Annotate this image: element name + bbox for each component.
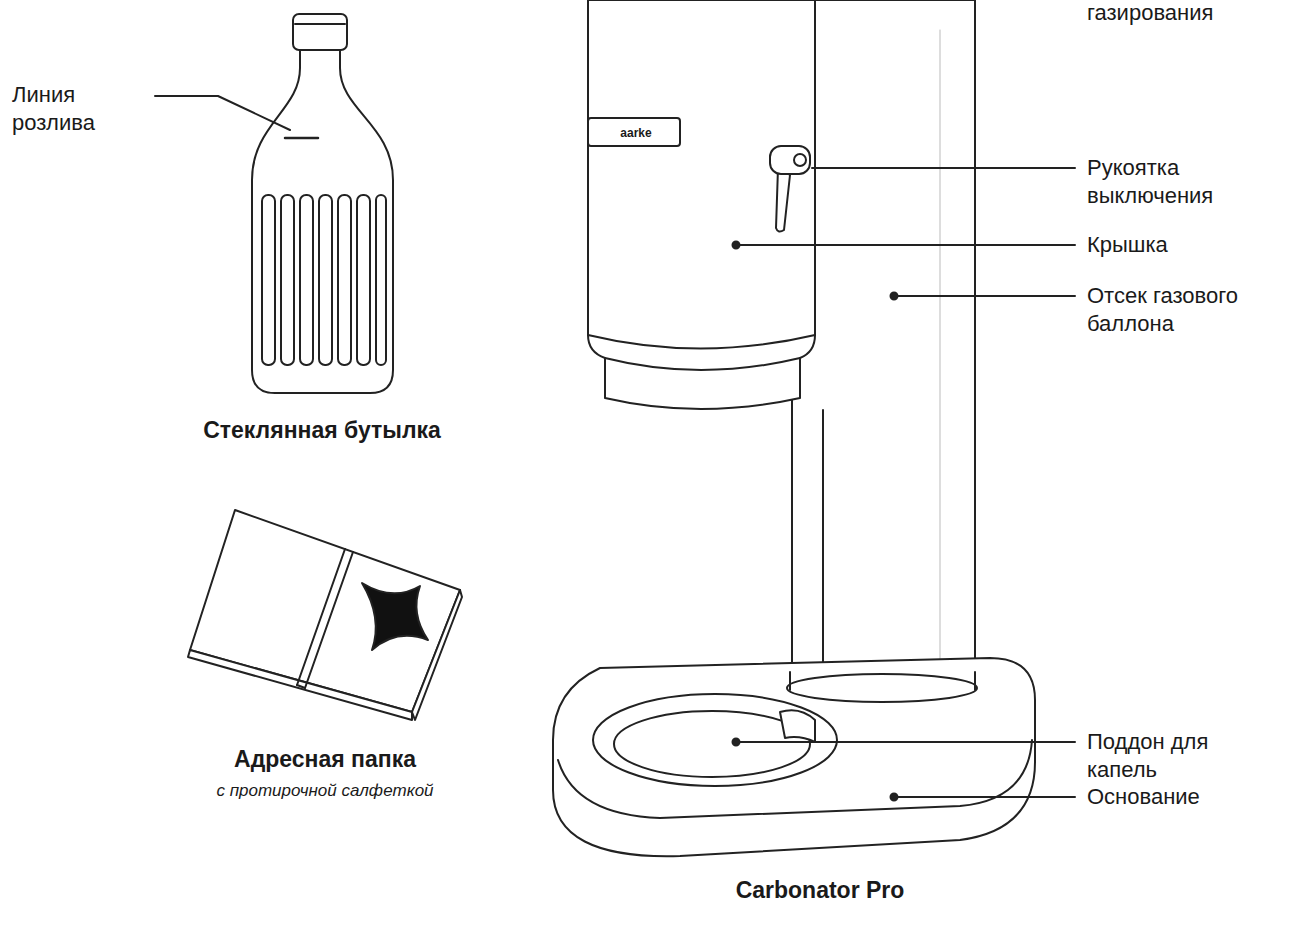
part-label: Основание — [1087, 783, 1287, 811]
part-label: Поддон для капель — [1087, 728, 1237, 784]
address-folder — [188, 510, 462, 720]
leader-lines — [733, 168, 1076, 801]
caption: Carbonator Pro — [670, 876, 970, 904]
lid-column — [588, 0, 815, 409]
caption-note: с протирочной салфеткой — [165, 777, 485, 805]
part-label: Отсек газового баллона — [1087, 282, 1287, 338]
caption: Адресная папка — [175, 745, 475, 773]
glass-bottle — [252, 14, 393, 393]
part-label: газирования — [1087, 0, 1287, 27]
part-label: Рукоятка выключения — [1087, 154, 1237, 210]
gas-cylinder-tower — [792, 0, 975, 690]
logo-text: aarke — [596, 118, 676, 148]
part-label: Линия розлива — [12, 81, 122, 137]
base — [553, 658, 1035, 856]
part-label: Крышка — [1087, 231, 1287, 259]
leader-line — [155, 96, 290, 130]
caption: Стеклянная бутылка — [172, 416, 472, 444]
release-handle — [770, 146, 810, 232]
